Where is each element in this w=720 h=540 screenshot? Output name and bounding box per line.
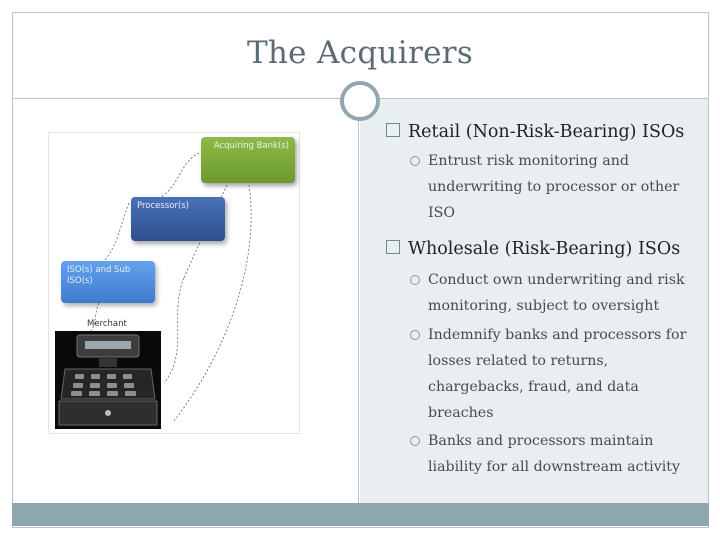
ring-bullet-icon xyxy=(410,275,420,285)
square-bullet-icon xyxy=(386,123,400,137)
processor-node: Processor(s) xyxy=(131,197,225,241)
acquiring-bank-node: Acquiring Bank(s) xyxy=(201,137,295,183)
sub-bullet-wholesale-2: Indemnify banks and processors for losse… xyxy=(408,322,698,426)
sub-bullet-wholesale-1: Conduct own underwriting and risk monito… xyxy=(408,267,698,319)
footer-bar xyxy=(12,503,709,526)
ring-bullet-icon xyxy=(410,156,420,166)
iso-node: ISO(s) and Sub ISO(s) xyxy=(61,261,155,303)
divider-circle-ornament xyxy=(340,81,380,121)
merchant-node: Merchant xyxy=(55,319,161,429)
cash-register-icon xyxy=(58,334,158,426)
ring-bullet-icon xyxy=(410,330,420,340)
sub-bullet-wholesale-3: Banks and processors maintain liability … xyxy=(408,428,698,480)
ring-bullet-icon xyxy=(410,436,420,446)
bullet-wholesale-isos: Wholesale (Risk-Bearing) ISOs xyxy=(386,239,680,259)
sub-bullet-retail-1: Entrust risk monitoring and underwriting… xyxy=(408,148,698,226)
merchant-label: Merchant xyxy=(87,319,127,329)
acquirer-hierarchy-diagram: Acquiring Bank(s) Processor(s) ISO(s) an… xyxy=(48,132,300,434)
square-bullet-icon xyxy=(386,240,400,254)
slide-title: The Acquirers xyxy=(246,35,474,71)
column-divider xyxy=(358,99,359,503)
bullet-retail-isos: Retail (Non-Risk-Bearing) ISOs xyxy=(386,122,684,142)
content-panel xyxy=(360,99,708,503)
